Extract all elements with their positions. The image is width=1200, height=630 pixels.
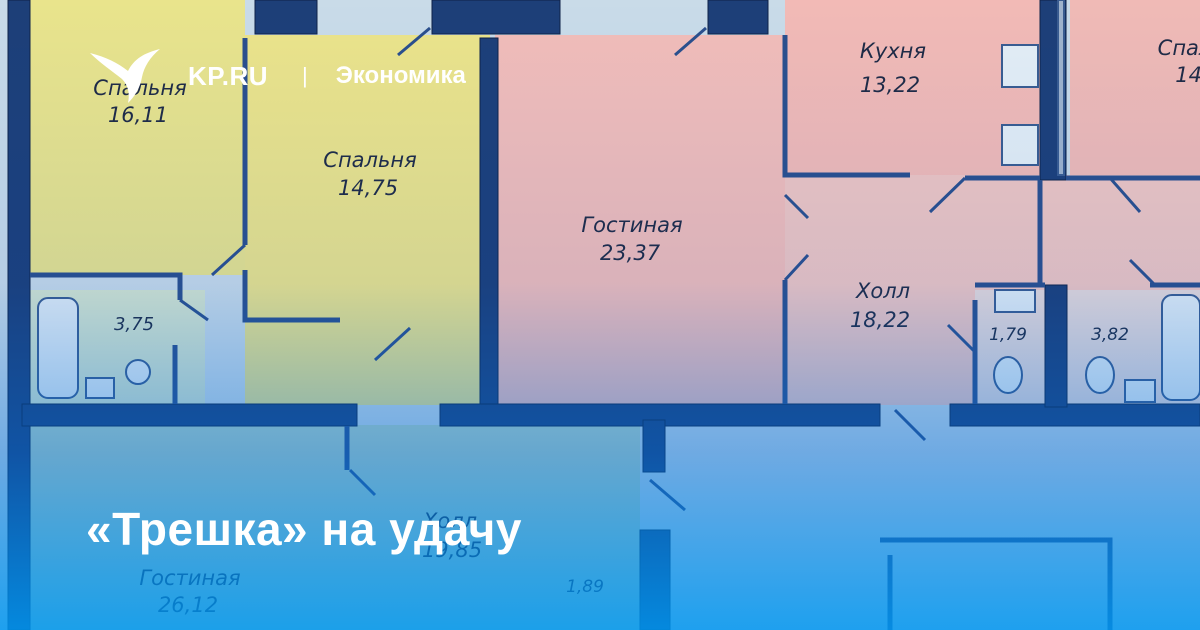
room-area-living-2: 26,12 bbox=[158, 593, 218, 617]
room-name-kitchen: Кухня bbox=[860, 39, 926, 63]
room-area-bath-4: 1,89 bbox=[566, 577, 604, 597]
room-name-bedroom-3: Спал bbox=[1158, 36, 1200, 60]
header-bar: KP.RU | Экономика bbox=[88, 46, 466, 106]
wall bbox=[949, 403, 1200, 427]
room-area-hall: 18,22 bbox=[850, 308, 910, 332]
article-headline[interactable]: «Трешка» на удачу bbox=[86, 503, 522, 555]
brand-name[interactable]: KP.RU bbox=[188, 60, 269, 91]
wall bbox=[707, 0, 769, 35]
wall bbox=[642, 419, 666, 473]
room-area-bedroom-1: 16,11 bbox=[108, 103, 168, 127]
header-separator: | bbox=[302, 63, 308, 88]
room-area-bedroom-2: 14,75 bbox=[338, 176, 398, 200]
bird-logo-icon[interactable] bbox=[88, 47, 162, 105]
bedroom-left-fill bbox=[30, 0, 245, 275]
room-area-kitchen: 13,22 bbox=[860, 73, 920, 97]
bedroom-right-fill bbox=[1070, 0, 1200, 175]
section-link[interactable]: Экономика bbox=[335, 62, 466, 89]
wall bbox=[1044, 284, 1068, 408]
wall bbox=[431, 0, 561, 35]
room-name-bedroom-2: Спальня bbox=[323, 148, 416, 172]
wall bbox=[479, 37, 499, 409]
wall bbox=[639, 529, 671, 630]
room-area-bath-3: 3,82 bbox=[1091, 325, 1129, 345]
room-name-living-2: Гостиная bbox=[139, 566, 240, 590]
room-area-bath-1: 3,75 bbox=[114, 314, 154, 335]
room-name-hall: Холл bbox=[855, 279, 910, 303]
wall bbox=[254, 0, 318, 35]
wall bbox=[7, 0, 31, 630]
room-area-bedroom-3: 14, bbox=[1175, 63, 1200, 87]
room-area-bath-2: 1,79 bbox=[989, 325, 1027, 345]
room-area-living: 23,37 bbox=[600, 241, 661, 265]
room-name-living: Гостиная bbox=[581, 213, 682, 237]
wall bbox=[21, 403, 358, 427]
